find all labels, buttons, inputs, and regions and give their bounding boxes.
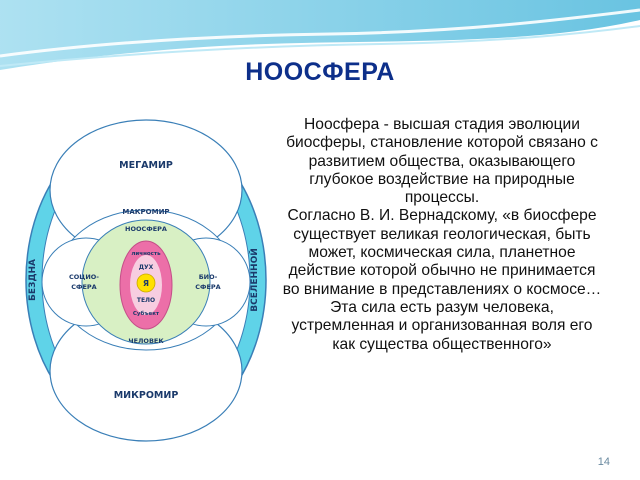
label-dukh: ДУХ	[139, 264, 154, 271]
slide-number: 14	[597, 456, 610, 468]
label-megamir: МЕГАМИР	[119, 160, 173, 171]
label-ya: Я	[143, 279, 149, 288]
label-socio-line2: СФЕРА	[71, 283, 96, 291]
label-chelovek: ЧЕЛОВЕК	[128, 337, 164, 345]
label-mikromir: МИКРОМИР	[114, 390, 179, 401]
paragraph-quote: Согласно В. И. Вернадскому, «в биосфере …	[282, 207, 602, 353]
header-wave-decoration	[0, 0, 640, 70]
slide-title: НООСФЕРА	[245, 58, 395, 86]
description-text: Ноосфера - высшая стадия эволюции биосфе…	[282, 116, 602, 354]
label-noosfera: НООСФЕРА	[125, 225, 167, 233]
label-subekt: Субъект	[133, 310, 160, 317]
label-bezdna: БЕЗДНА	[28, 259, 38, 301]
noosphere-diagram: МЕГАМИР МАКРОМИР НООСФЕРА личность ДУХ Я…	[25, 119, 267, 442]
ya-core	[136, 273, 156, 293]
label-bio-line1: БИО-	[199, 273, 218, 281]
label-makromir: МАКРОМИР	[122, 208, 169, 216]
label-vselennoy: ВСЕЛЕННОЙ	[248, 248, 260, 311]
paragraph-definition: Ноосфера - высшая стадия эволюции биосфе…	[286, 116, 598, 207]
label-lichnost: личность	[131, 251, 161, 257]
label-telo: ТЕЛО	[137, 297, 155, 304]
label-bio-line2: СФЕРА	[195, 283, 220, 291]
label-socio-line1: СОЦИО-	[69, 273, 99, 281]
